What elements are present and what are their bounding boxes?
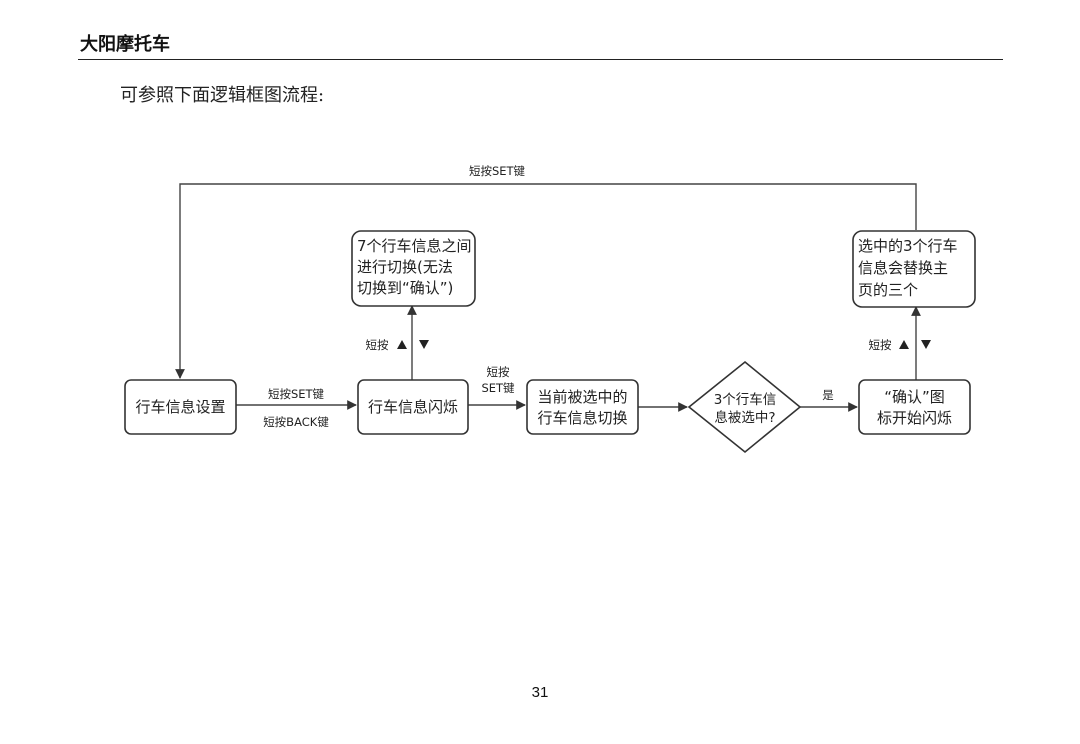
node-replace-main-line-1: 选中的3个行车 <box>858 237 958 255</box>
node-decision-line-1: 3个行车信 <box>714 391 777 408</box>
header-divider <box>78 59 1003 60</box>
edge-label-decision-yes: 是 <box>822 388 834 402</box>
edge-label-confirm-up-down: 短按 <box>869 338 892 352</box>
edge-label-blinking-to-switch-2: SET键 <box>481 381 515 395</box>
edge-label-blinking-to-switch-1: 短按 <box>487 365 510 379</box>
node-blinking: 行车信息闪烁 <box>357 379 469 435</box>
node-switching-seven-line-2: 进行切换(无法 <box>357 258 453 276</box>
node-switching-seven-line-3: 切换到“确认”) <box>357 279 453 297</box>
node-decision: 3个行车信 息被选中? <box>687 360 802 454</box>
node-settings: 行车信息设置 <box>124 379 237 435</box>
node-confirm-blink: “确认”图 标开始闪烁 <box>858 379 971 435</box>
node-current-switch-line-2: 行车信息切换 <box>537 409 627 427</box>
node-decision-line-2: 息被选中? <box>714 409 775 426</box>
header-title: 大阳摩托车 <box>80 34 170 55</box>
up-arrow-icon <box>397 340 407 349</box>
edge-label-settings-to-blinking: 短按SET键 <box>268 387 325 401</box>
down-arrow-icon <box>419 340 429 349</box>
edge-top-loop <box>175 183 917 379</box>
node-blinking-line-1: 行车信息闪烁 <box>368 398 458 416</box>
node-current-switch-line-1: 当前被选中的 <box>537 388 627 406</box>
page-number: 31 <box>531 684 549 701</box>
node-replace-main-line-3: 页的三个 <box>858 281 918 299</box>
down-arrow-icon <box>921 340 931 349</box>
node-confirm-blink-line-2: 标开始闪烁 <box>877 409 952 427</box>
node-switching-seven-line-1: 7个行车信息之间 <box>357 237 472 255</box>
edge-label-top-loop: 短按SET键 <box>469 164 526 178</box>
node-switching-seven: 7个行车信息之间 进行切换(无法 切换到“确认”) <box>351 230 476 307</box>
node-settings-line-1: 行车信息设置 <box>135 398 225 416</box>
node-replace-main-line-2: 信息会替换主 <box>858 259 948 277</box>
node-confirm-blink-line-1: “确认”图 <box>884 388 945 406</box>
edge-label-blinking-up-down: 短按 <box>366 338 389 352</box>
node-current-switch: 当前被选中的 行车信息切换 <box>526 379 639 435</box>
edge-label-blinking-to-settings: 短按BACK键 <box>263 415 329 429</box>
intro-paragraph: 可参照下面逻辑框图流程: <box>120 85 325 106</box>
node-replace-main: 选中的3个行车 信息会替换主 页的三个 <box>852 230 976 308</box>
up-arrow-icon <box>899 340 909 349</box>
